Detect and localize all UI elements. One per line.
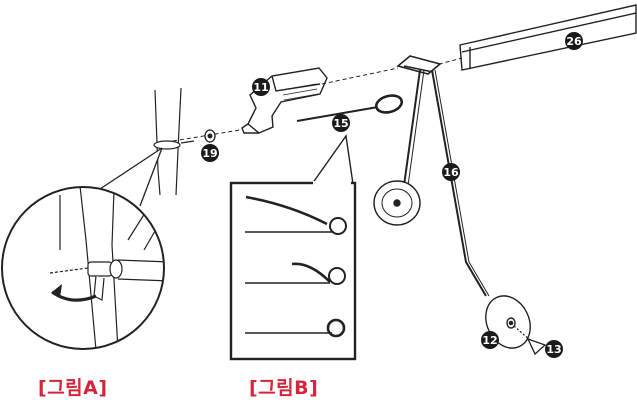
callout-12: 12	[481, 331, 499, 349]
figure-a-magnifier	[1, 147, 165, 350]
svg-text:11: 11	[253, 81, 268, 94]
svg-text:19: 19	[202, 147, 217, 160]
rod-bracket	[396, 55, 442, 75]
beam-26	[459, 4, 637, 71]
svg-text:26: 26	[566, 35, 582, 48]
svg-text:13: 13	[546, 343, 561, 356]
nut-13	[513, 325, 547, 356]
washer-19	[204, 129, 216, 143]
upright-post	[153, 87, 195, 196]
callout-11: 11	[252, 78, 270, 96]
svg-text:15: 15	[333, 117, 348, 130]
figure-b-box	[229, 134, 357, 361]
figure-a-label: [그림A]	[38, 377, 108, 399]
pin-step-1	[245, 195, 347, 235]
figure-b-label: [그림B]	[249, 377, 319, 399]
pin-15	[296, 94, 404, 122]
callout-16: 16	[442, 163, 460, 181]
guide-line-handle	[321, 67, 399, 85]
pin-step-2	[245, 262, 346, 285]
callout-19: 19	[201, 144, 219, 162]
svg-text:16: 16	[443, 166, 459, 179]
pin-step-3	[245, 318, 346, 338]
callout-13: 13	[545, 340, 563, 358]
handle-11	[241, 67, 328, 134]
callout-26: 26	[565, 32, 583, 50]
guide-line-beam	[431, 57, 463, 67]
guide-line-washer	[172, 129, 241, 142]
long-rod-16	[431, 69, 490, 297]
callout-15: 15	[332, 114, 350, 132]
left-weight-rod	[401, 69, 425, 201]
left-weight-disc	[373, 180, 421, 226]
svg-text:12: 12	[482, 334, 497, 347]
